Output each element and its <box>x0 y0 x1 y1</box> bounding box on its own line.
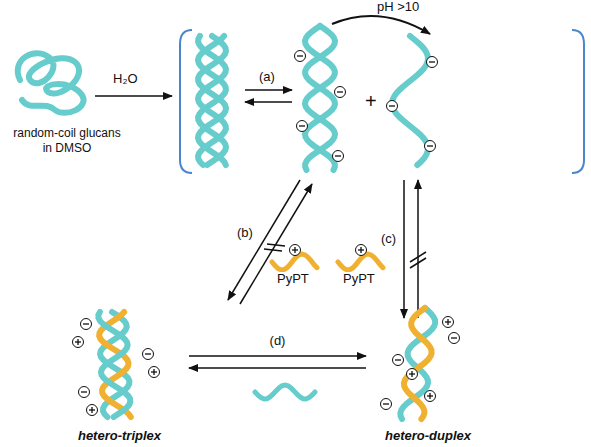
charge-symbol <box>360 247 361 253</box>
charge-symbol <box>81 319 92 330</box>
charge-symbol <box>427 145 433 146</box>
edge-label: (d) <box>269 334 287 348</box>
curved-arrow <box>332 16 430 34</box>
charge-symbol <box>383 403 389 404</box>
helix-strand <box>198 36 226 165</box>
charge-symbol <box>451 337 457 338</box>
charge-symbol <box>411 371 412 377</box>
bracket <box>572 30 584 173</box>
charge-symbol <box>425 141 436 152</box>
figure-label: hetero-triplex <box>78 428 161 444</box>
charge-symbol <box>297 55 303 56</box>
charge-symbol <box>87 405 98 416</box>
helix-strand <box>400 308 435 419</box>
bracket <box>180 30 192 173</box>
charge-symbol <box>73 337 84 348</box>
charge-symbol <box>297 121 308 132</box>
blocked-mark <box>410 258 426 268</box>
helix-strand <box>392 36 428 165</box>
charge-symbol <box>145 353 151 354</box>
annotation-label: H₂O <box>112 72 139 86</box>
charge-symbol <box>429 61 435 62</box>
helix-strand <box>305 26 335 170</box>
annotation-label: (b) <box>236 226 254 240</box>
charge-symbol <box>425 391 436 402</box>
equilibrium-arrow <box>417 180 419 318</box>
helix-strand <box>305 26 335 170</box>
charge-symbol <box>389 105 395 106</box>
charge-symbol <box>79 387 90 398</box>
charge-symbol <box>83 323 89 324</box>
charge-symbol <box>299 125 305 126</box>
polymer-chain <box>338 254 383 270</box>
charge-symbol <box>294 247 295 253</box>
polymer-chain <box>255 385 315 399</box>
charge-symbol <box>81 391 87 392</box>
charge-symbol <box>387 101 398 112</box>
charge-symbol <box>77 339 78 345</box>
charge-symbol <box>153 369 154 375</box>
figure-node: hetero-triplex <box>52 298 187 444</box>
blocked-mark <box>264 249 282 251</box>
charge-symbol <box>443 317 454 328</box>
charge-symbol <box>356 245 367 256</box>
charge-symbol <box>427 57 438 68</box>
equilibrium-arrow <box>240 184 312 304</box>
charge-symbol <box>335 87 346 98</box>
annotation-label: PyPT <box>276 272 310 286</box>
blocked-mark <box>410 252 426 262</box>
reaction-arrow <box>95 95 172 97</box>
helix-strand <box>404 308 432 419</box>
annotation-label: PyPT <box>342 272 376 286</box>
helix-strand <box>198 36 226 165</box>
annotation-label: (c) <box>380 232 397 246</box>
random-coil <box>18 53 84 113</box>
charge-symbol <box>91 407 92 413</box>
charge-symbol <box>429 393 430 399</box>
helix-strand <box>99 312 131 417</box>
figure-label: random-coil glucans in DMSO <box>8 126 126 155</box>
charge-symbol <box>149 367 160 378</box>
annotation-label: pH >10 <box>376 0 420 14</box>
plus-sign: + <box>364 90 378 112</box>
figure-node: hetero-duplex <box>368 298 488 444</box>
charge-symbol <box>295 51 306 62</box>
charge-symbol <box>447 319 448 325</box>
figure-label: hetero-duplex <box>385 428 471 444</box>
figure-node: random-coil glucans in DMSO <box>2 40 132 155</box>
helix-strand <box>98 312 130 417</box>
blocked-mark <box>267 244 285 246</box>
equilibrium-arrow <box>403 180 405 318</box>
charge-symbol <box>395 359 401 360</box>
charge-symbol <box>333 151 344 162</box>
charge-symbol <box>393 355 404 366</box>
charge-symbol <box>407 369 418 380</box>
charge-symbol <box>337 91 343 92</box>
equilibrium-arrow <box>189 356 366 368</box>
charge-symbol <box>290 245 301 256</box>
equilibrium-arrow <box>245 101 292 103</box>
equilibrium-arrow <box>245 89 292 91</box>
charge-symbol <box>143 349 154 360</box>
charge-symbol <box>381 399 392 410</box>
annotation-label: (a) <box>258 70 276 84</box>
charge-symbol <box>335 155 341 156</box>
helix-strand <box>198 36 226 165</box>
polymer-chain <box>272 254 317 270</box>
charge-symbol <box>449 333 460 344</box>
